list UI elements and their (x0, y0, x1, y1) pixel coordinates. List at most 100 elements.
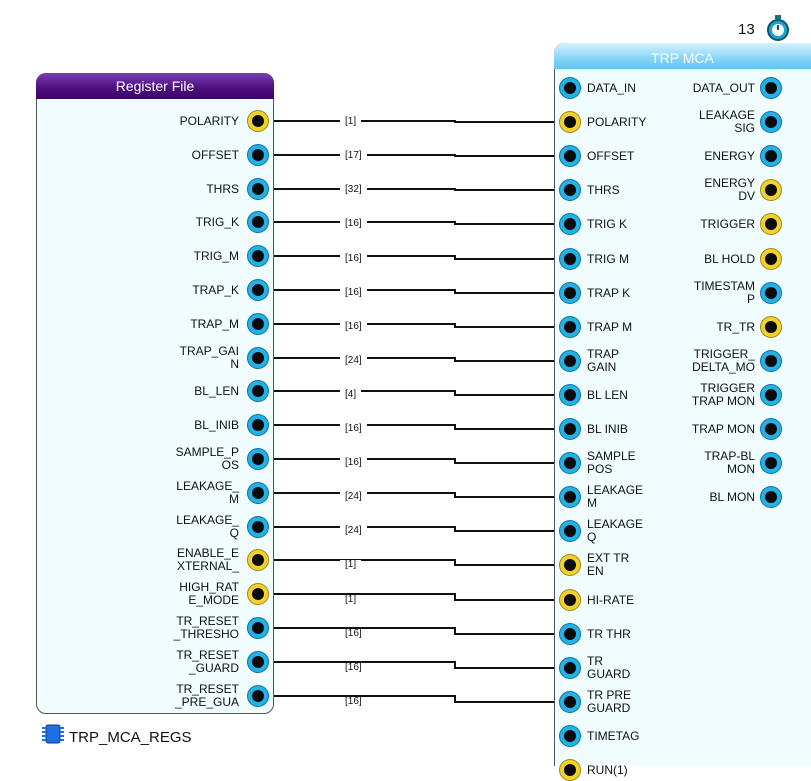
wire-trap-k[interactable] (269, 289, 559, 294)
register-file-block[interactable]: Register File (36, 73, 274, 714)
rf-port-bl-len[interactable] (247, 380, 269, 402)
port-core (765, 321, 777, 333)
wire-thrs[interactable] (269, 188, 559, 191)
wire-offset[interactable] (269, 154, 559, 157)
mca-out-port-energy[interactable] (760, 145, 782, 167)
rf-port-high-rat-e-mode[interactable] (247, 583, 269, 605)
mca-in-port-trap-k[interactable] (559, 282, 581, 304)
wire-trig-k[interactable] (269, 221, 559, 225)
wire-high-rat-e-mode[interactable] (269, 593, 559, 601)
rf-port-sample-p-os[interactable] (247, 448, 269, 470)
rf-port-label-polarity: POLARITY (179, 113, 239, 128)
mca-out-port-trigger[interactable] (760, 213, 782, 235)
mca-out-port-bl-mon[interactable] (760, 486, 782, 508)
port-core (765, 423, 777, 435)
mca-in-port-trap-m[interactable] (559, 316, 581, 338)
mca-out-label-bl-mon: BL MON (709, 489, 755, 504)
rf-port-tr-reset-thresho[interactable] (247, 617, 269, 639)
rf-port-enable-e-xternal[interactable] (247, 549, 269, 571)
mca-out-port-trap-mon[interactable] (760, 418, 782, 440)
rf-port-tr-reset-pre-gua[interactable] (247, 685, 269, 707)
mca-in-port-tr-guard[interactable] (559, 657, 581, 679)
port-core (765, 82, 777, 94)
mca-out-port-tr-tr[interactable] (760, 316, 782, 338)
mca-in-port-hi-rate[interactable] (559, 589, 581, 611)
port-core (765, 150, 777, 162)
rf-port-polarity[interactable] (247, 110, 269, 132)
port-core (252, 318, 264, 330)
port-core (564, 594, 576, 606)
mca-out-port-energy-dv[interactable] (760, 179, 782, 201)
rf-port-trig-m[interactable] (247, 245, 269, 267)
bus-width-label: [1] (340, 595, 362, 605)
mca-in-port-bl-inib[interactable] (559, 418, 581, 440)
mca-out-port-leakage-sig[interactable] (760, 111, 782, 133)
mca-out-port-trap-bl-mon[interactable] (760, 452, 782, 474)
wire-leakage-q[interactable] (269, 526, 559, 532)
mca-out-port-trigger-delta-mo[interactable] (760, 350, 782, 372)
rf-port-trap-gai-n[interactable] (247, 347, 269, 369)
mca-out-port-data-out[interactable] (760, 77, 782, 99)
port-core (564, 253, 576, 265)
mca-in-port-thrs[interactable] (559, 179, 581, 201)
rf-port-trap-k[interactable] (247, 279, 269, 301)
port-core (765, 491, 777, 503)
wire-tr-reset-guard[interactable] (269, 661, 559, 669)
mca-in-port-leakage-q[interactable] (559, 520, 581, 542)
mca-in-port-trig-m[interactable] (559, 248, 581, 270)
mca-out-port-bl-hold[interactable] (760, 248, 782, 270)
mca-in-port-trap-gain[interactable] (559, 350, 581, 372)
wire-trig-m[interactable] (269, 255, 559, 260)
mca-in-port-polarity[interactable] (559, 111, 581, 133)
mca-in-port-tr-pre-guard[interactable] (559, 691, 581, 713)
port-core (564, 355, 576, 367)
mca-out-label-bl-hold: BL HOLD (704, 251, 755, 266)
mca-in-label-offset: OFFSET (587, 148, 635, 163)
rf-port-trig-k[interactable] (247, 211, 269, 233)
bus-width-label: [1] (340, 117, 362, 127)
rf-port-offset[interactable] (247, 144, 269, 166)
port-core (564, 287, 576, 299)
port-core (564, 662, 576, 674)
mca-out-port-timestam-p[interactable] (760, 282, 782, 304)
wire-sample-p-os[interactable] (269, 458, 559, 464)
mca-in-port-trig-k[interactable] (559, 213, 581, 235)
wire-polarity[interactable] (269, 120, 559, 123)
rf-port-trap-m[interactable] (247, 313, 269, 335)
port-core (252, 149, 264, 161)
mca-in-port-bl-len[interactable] (559, 384, 581, 406)
mca-in-port-offset[interactable] (559, 145, 581, 167)
mca-in-port-ext-tr-en[interactable] (559, 554, 581, 576)
rf-port-leakage-m[interactable] (247, 482, 269, 504)
mca-in-port-sample-pos[interactable] (559, 452, 581, 474)
mca-out-port-trigger-trap-mon[interactable] (760, 384, 782, 406)
mca-in-port-timetag[interactable] (559, 725, 581, 747)
wire-bl-inib[interactable] (269, 424, 559, 430)
wire-bl-len[interactable] (269, 390, 559, 396)
rf-port-leakage-q[interactable] (247, 516, 269, 538)
rf-port-tr-reset-guard[interactable] (247, 651, 269, 673)
rf-port-bl-inib[interactable] (247, 414, 269, 436)
mca-in-port-tr-thr[interactable] (559, 623, 581, 645)
port-core (765, 355, 777, 367)
rf-port-thrs[interactable] (247, 178, 269, 200)
mca-in-label-bl-inib: BL INIB (587, 421, 628, 436)
rf-port-label-bl-inib: BL_INIB (194, 417, 239, 432)
port-core (564, 184, 576, 196)
wire-tr-reset-pre-gua[interactable] (269, 695, 559, 703)
bus-width-label: [16] (340, 288, 367, 298)
wire-tr-reset-thresho[interactable] (269, 627, 559, 635)
rf-port-label-tr-reset-thresho: TR_RESET_THRESHO (173, 614, 239, 641)
mca-in-port-data-in[interactable] (559, 77, 581, 99)
wire-enable-e-xternal[interactable] (269, 559, 559, 566)
wire-trap-gai-n[interactable] (269, 357, 559, 362)
port-core (564, 423, 576, 435)
wire-trap-m[interactable] (269, 323, 559, 328)
rf-port-label-trig-m: TRIG_M (193, 248, 239, 263)
mca-in-port-run-1[interactable] (559, 759, 581, 781)
rf-port-label-offset: OFFSET (191, 147, 239, 162)
wire-leakage-m[interactable] (269, 492, 559, 498)
mca-in-port-leakage-m[interactable] (559, 486, 581, 508)
